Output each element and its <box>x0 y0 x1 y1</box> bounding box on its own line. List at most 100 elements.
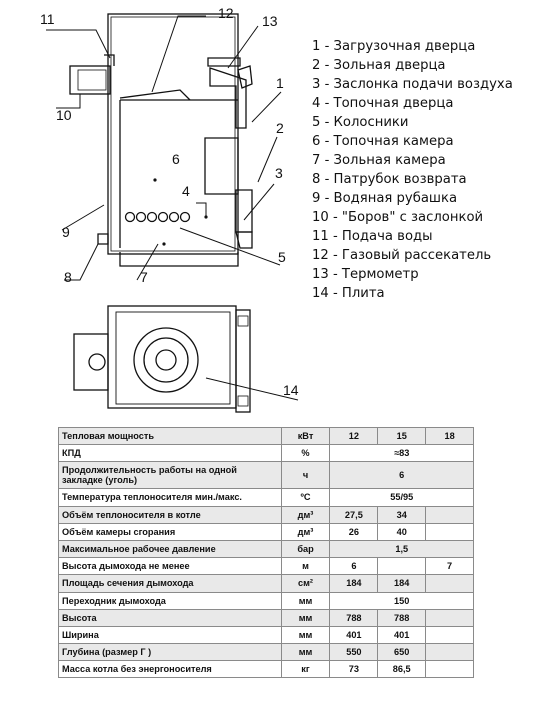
legend-item: 2 - Зольная дверца <box>312 58 446 73</box>
table-row: Объём теплоносителя в котле дм³ 27,5 34 <box>58 505 474 524</box>
table-cell: Глубина (размер Г ) <box>58 643 282 662</box>
table-cell: 34 <box>377 505 427 524</box>
callout-2: 2 <box>276 120 284 136</box>
table-cell: 1,5 <box>329 539 474 559</box>
table-cell: Площадь сечения дымохода <box>58 574 282 593</box>
callout-9: 9 <box>62 224 70 240</box>
table-row: Продолжительность работы на одной заклад… <box>58 461 474 490</box>
table-cell <box>425 660 474 679</box>
table-cell: м <box>280 557 331 576</box>
table-cell: бар <box>280 539 331 559</box>
table-cell: 26 <box>329 522 379 541</box>
specs-table: Тепловая мощность кВт 12 15 18 КПД % ≈83… <box>58 426 474 679</box>
callout-7: 7 <box>140 269 148 285</box>
table-row: Ширина мм 401 401 <box>58 625 474 645</box>
table-row: Объём камеры сгорания дм³ 26 40 <box>58 522 474 541</box>
flue-borov <box>69 65 111 95</box>
table-cell: 184 <box>329 574 379 593</box>
callout-11: 11 <box>40 11 55 27</box>
callout-6: 6 <box>172 151 180 167</box>
table-cell: Тепловая мощность <box>58 426 282 446</box>
table-cell <box>425 574 474 593</box>
table-row: Переходник дымохода мм 150 <box>58 591 474 610</box>
table-cell: 18 <box>425 426 474 446</box>
table-cell: кВт <box>280 426 331 446</box>
table-cell: ч <box>280 461 331 490</box>
table-cell: 788 <box>329 608 379 627</box>
callout-1: 1 <box>276 75 284 91</box>
boiler-body <box>107 13 239 255</box>
table-row: Максимальное рабочее давление бар 1,5 <box>58 539 474 559</box>
table-cell <box>425 625 474 645</box>
table-cell: 86,5 <box>377 660 427 679</box>
table-cell: Высота дымохода не менее <box>58 557 282 576</box>
table-cell: 650 <box>377 643 427 662</box>
table-cell: 6 <box>329 461 474 490</box>
table-cell: Объём камеры сгорания <box>58 522 282 541</box>
legend-list: 1 - Загрузочная дверца 2 - Зольная дверц… <box>312 37 513 303</box>
table-cell: см² <box>280 574 331 593</box>
legend-item: 4 - Топочная дверца <box>312 96 454 111</box>
table-cell: Высота <box>58 608 282 627</box>
table-cell: Максимальное рабочее давление <box>58 539 282 559</box>
callout-3: 3 <box>275 165 283 181</box>
callout-4: 4 <box>182 183 190 199</box>
table-row: Глубина (размер Г ) мм 550 650 <box>58 643 474 662</box>
legend-item: 11 - Подача воды <box>312 229 433 244</box>
legend-item: 3 - Заслонка подачи воздуха <box>312 77 513 92</box>
table-cell: % <box>280 444 331 463</box>
table-cell: дм³ <box>280 505 331 524</box>
table-cell: Температура теплоносителя мин./макс. <box>58 488 282 507</box>
table-cell: ºС <box>280 488 331 507</box>
table-cell: мм <box>280 591 331 610</box>
table-row: Масса котла без энергоносителя кг 73 86,… <box>58 660 474 679</box>
legend-item: 10 - "Боров" с заслонкой <box>312 210 484 225</box>
legend-item: 6 - Топочная камера <box>312 134 454 149</box>
table-cell: 184 <box>377 574 427 593</box>
legend-item: 12 - Газовый рассекатель <box>312 248 492 263</box>
table-cell: мм <box>280 625 331 645</box>
table-cell: мм <box>280 643 331 662</box>
table-row: Площадь сечения дымохода см² 184 184 <box>58 574 474 593</box>
legend-item: 1 - Загрузочная дверца <box>312 39 476 54</box>
top-view-plate <box>107 305 237 409</box>
callout-10: 10 <box>56 107 72 123</box>
table-cell: Ширина <box>58 625 282 645</box>
table-cell: 73 <box>329 660 379 679</box>
table-cell: 6 <box>329 557 379 576</box>
table-cell: 12 <box>329 426 379 446</box>
table-cell <box>425 643 474 662</box>
table-cell: Продолжительность работы на одной заклад… <box>58 461 282 490</box>
callout-12: 12 <box>218 5 234 21</box>
table-cell: 27,5 <box>329 505 379 524</box>
table-cell: мм <box>280 608 331 627</box>
table-cell: 401 <box>377 625 427 645</box>
legend-item: 14 - Плита <box>312 286 385 301</box>
legend-item: 13 - Термометр <box>312 267 419 282</box>
table-cell: 7 <box>425 557 474 576</box>
table-cell: Объём теплоносителя в котле <box>58 505 282 524</box>
table-cell: дм³ <box>280 522 331 541</box>
table-cell: КПД <box>58 444 282 463</box>
table-cell: 55/95 <box>329 488 474 507</box>
table-cell: 550 <box>329 643 379 662</box>
table-cell: 788 <box>377 608 427 627</box>
table-cell: 15 <box>377 426 427 446</box>
table-cell: 150 <box>329 591 474 610</box>
callout-5: 5 <box>278 249 286 265</box>
table-cell: 40 <box>377 522 427 541</box>
callout-13: 13 <box>262 13 278 29</box>
table-cell <box>377 557 427 576</box>
table-cell: Переходник дымохода <box>58 591 282 610</box>
table-row: Температура теплоносителя мин./макс. ºС … <box>58 488 474 507</box>
legend-item: 7 - Зольная камера <box>312 153 446 168</box>
callout-14: 14 <box>283 382 299 398</box>
table-cell <box>425 522 474 541</box>
table-row: КПД % ≈83 <box>58 444 474 463</box>
table-cell <box>425 505 474 524</box>
table-cell: 401 <box>329 625 379 645</box>
table-cell: ≈83 <box>329 444 474 463</box>
legend-item: 5 - Колосники <box>312 115 409 130</box>
table-cell: Масса котла без энергоносителя <box>58 660 282 679</box>
table-header-row: Тепловая мощность кВт 12 15 18 <box>58 426 474 446</box>
